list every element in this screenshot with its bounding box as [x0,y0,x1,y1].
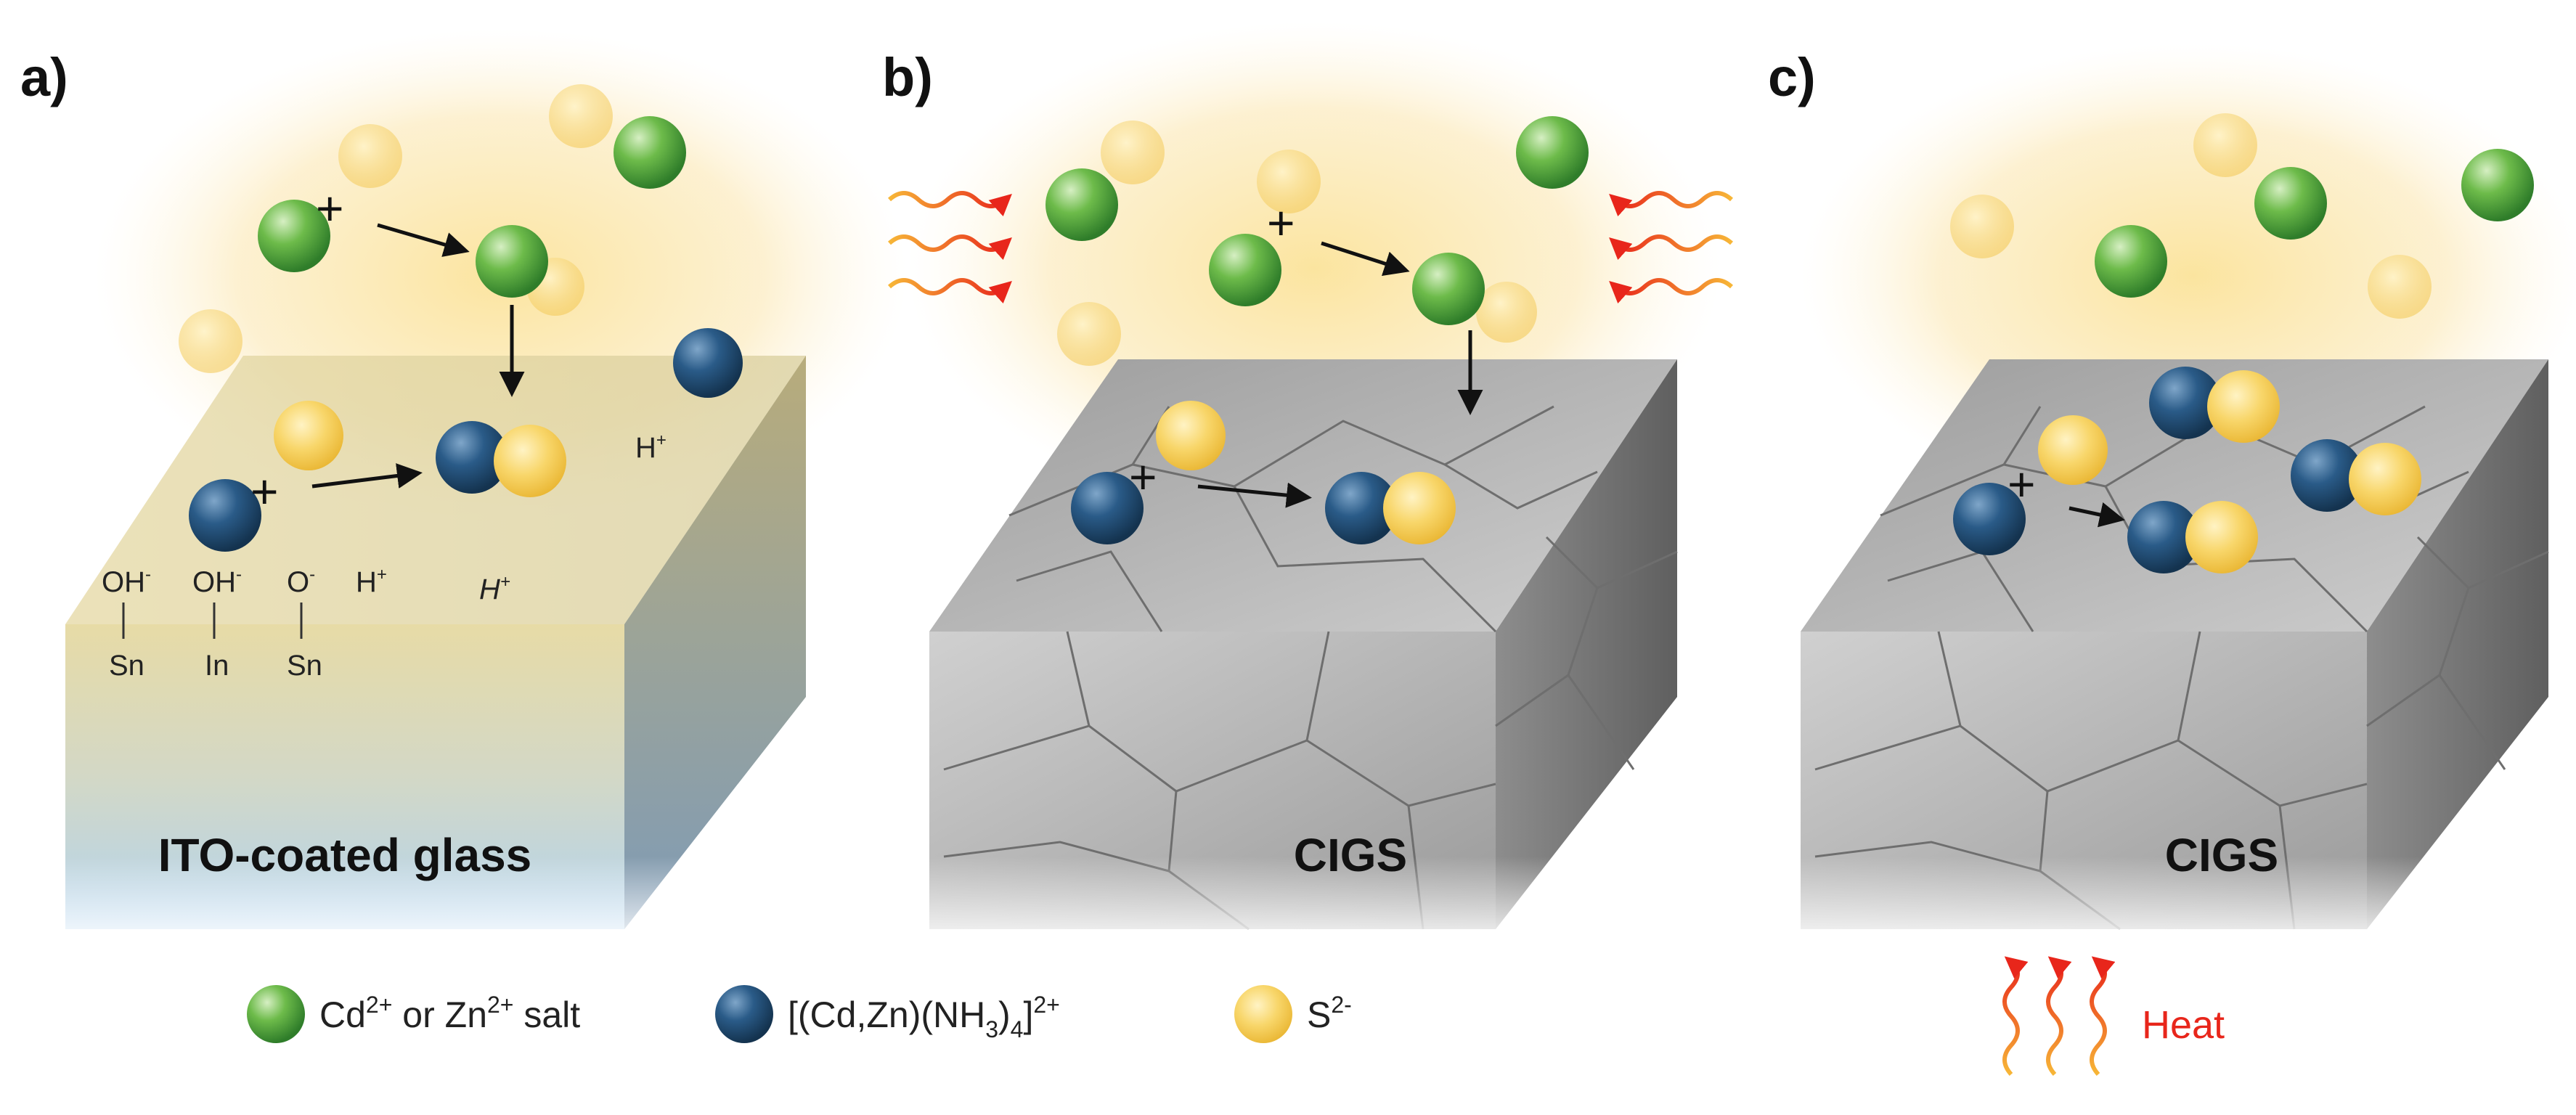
ammine-complex-ion [1325,472,1398,544]
svg-text:Sn: Sn [109,650,144,682]
metal-salt-ion [2254,167,2327,240]
sulfide-ion [1257,150,1321,213]
legend-swatch-green [247,985,305,1043]
ammine-complex-ion [2127,501,2200,573]
sulfide-ion [2193,113,2257,177]
panel-label: b) [882,47,933,107]
metal-salt-ion [258,200,330,272]
reaction-arrow [1321,241,1410,277]
svg-text:In: In [205,650,229,682]
substrate-label: CIGS [1294,829,1407,881]
panel-c: c) CIGS + Heat [1768,44,2576,1077]
sulfide-ion [1057,302,1121,366]
panel-label: c) [1768,47,1816,107]
svg-text:Sn: Sn [287,650,322,682]
substrate-label: CIGS [2165,829,2278,881]
legend-swatch-yellow [1234,985,1292,1043]
legend-label: [(Cd,Zn)(NH3)4]2+ [788,992,1060,1042]
svg-text:O-: O- [287,565,315,598]
proton-label: H+ [356,565,387,598]
sulfide-ion [2349,443,2421,515]
ammine-complex-ion [2291,439,2363,512]
heat-label: Heat [2142,1003,2225,1047]
metal-salt-ion [1209,234,1281,306]
substrate-front-face [1801,632,2367,929]
heat-waves-right [1609,191,1734,304]
sulfide-ion [1101,121,1165,184]
metal-salt-ion [2095,225,2167,298]
sulfide-ion [338,124,402,188]
ammine-complex-ion [436,421,508,494]
substrate-side-face [624,356,806,929]
substrate-top-face-edge [65,356,806,624]
plus-sign: + [2008,457,2036,511]
proton-label: H+ [635,430,667,464]
svg-text:OH-: OH- [102,565,151,598]
heat-waves-bottom [2002,956,2116,1077]
substrate-top-face [1801,359,2548,632]
ammine-complex-ion [1953,483,2026,555]
plus-sign: + [1267,196,1295,250]
metal-salt-ion [1516,116,1589,189]
sulfide-ion [2185,501,2258,573]
substrate-front-face [65,624,624,929]
sulfide-ion [1383,472,1456,544]
reaction-arrow [377,223,470,257]
legend-label: Cd2+ or Zn2+ salt [319,992,580,1035]
legend-label: S2- [1307,992,1352,1035]
metal-salt-ion [614,116,686,189]
panel-label: a) [20,47,68,107]
metal-salt-ion [1412,253,1485,325]
sulfide-ion [2368,255,2432,319]
legend-swatch-blue [715,985,773,1043]
ammine-complex-ion [2149,367,2222,439]
substrate-side-face [1496,359,1677,929]
substrate-side-face [2367,359,2548,929]
reaction-arrow [1197,482,1312,508]
reaction-arrow [2068,502,2125,528]
ammine-complex-ion [673,328,743,398]
sulfide-ion [1476,282,1537,343]
legend-item-sulfide: S2- [1234,985,1352,1043]
metal-salt-ion [1046,168,1118,241]
sulfide-ion [494,425,566,497]
sulfide-ion [1156,401,1226,470]
surface-group-snoh: OH- Sn [102,565,151,682]
plus-sign: + [250,465,279,518]
reaction-arrow [311,463,423,489]
ammine-complex-ion [189,479,261,552]
metal-salt-ion [2461,149,2534,221]
sulfide-ion [179,309,242,373]
legend-item-metal-salt: Cd2+ or Zn2+ salt [247,985,580,1043]
metal-salt-ion [476,225,548,298]
sulfide-ion [1950,195,2014,258]
sulfide-ion [2207,370,2280,443]
surface-group-inoh: OH- In [192,565,242,682]
legend: Cd2+ or Zn2+ salt [(Cd,Zn)(NH3)4]2+ S2- [247,985,1352,1043]
heat-waves-left [887,191,1012,304]
sulfide-ion [549,84,613,148]
substrate-front-face [929,632,1496,929]
panel-a: a) ITO-coated glass OH- Sn OH- In O- Sn … [20,29,908,951]
sulfide-ion [2038,415,2108,485]
ammine-complex-ion [1071,472,1144,544]
panel-b: b) CIGS + + [882,22,1734,951]
proton-label: H+ [479,572,510,605]
plus-sign: + [316,181,344,235]
surface-group-sno: O- Sn [287,565,322,682]
sulfide-ion [274,401,343,470]
legend-item-ammine-complex: [(Cd,Zn)(NH3)4]2+ [715,985,1060,1043]
substrate-label: ITO-coated glass [158,829,532,881]
plus-sign: + [1129,450,1157,504]
svg-text:OH-: OH- [192,565,242,598]
